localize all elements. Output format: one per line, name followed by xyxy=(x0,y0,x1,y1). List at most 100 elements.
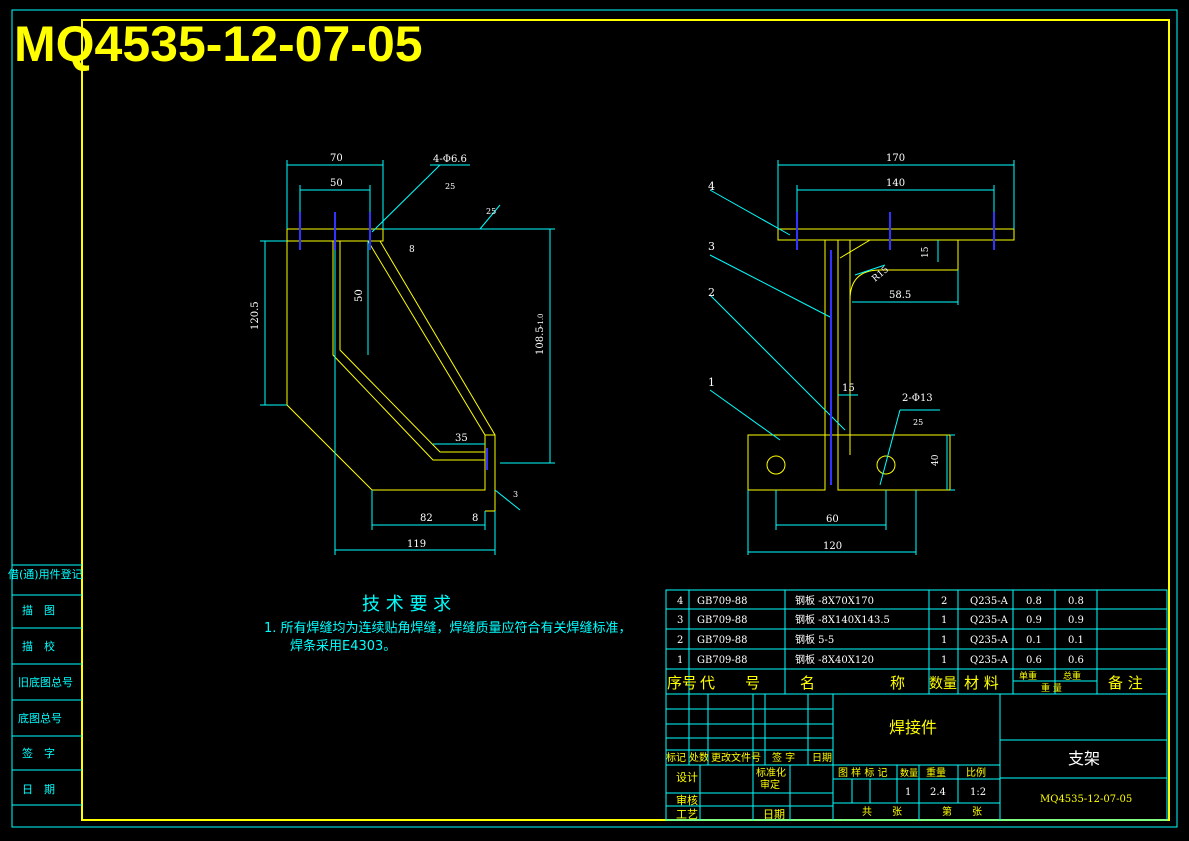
strip-label-old: 旧底图总号 xyxy=(18,675,73,689)
bom-row-2: 2 GB709-88 钢板 5-5 1 Q235-A 0.1 0.1 xyxy=(677,633,1084,646)
svg-text:钢板 -8X40X120: 钢板 -8X40X120 xyxy=(795,653,874,666)
svg-text:GB709-88: GB709-88 xyxy=(697,635,748,646)
svg-text:1: 1 xyxy=(941,655,947,666)
label-qty-col: 数量 xyxy=(900,767,918,779)
part-type: 焊接件 xyxy=(889,718,937,737)
dim-119: 119 xyxy=(407,539,426,550)
title-block-grid xyxy=(665,693,1168,821)
label-review: 审核 xyxy=(676,793,698,807)
left-register-strip xyxy=(12,564,82,806)
svg-text:Q235-A: Q235-A xyxy=(970,655,1009,666)
svg-text:钢板 -8X70X170: 钢板 -8X70X170 xyxy=(795,594,874,607)
strip-label-sign: 签 字 xyxy=(22,746,55,760)
dim-surface: 25 xyxy=(486,207,496,216)
dim-170: 170 xyxy=(886,153,905,164)
label-sheet-no: 第 张 xyxy=(942,805,982,818)
svg-text:1: 1 xyxy=(941,615,947,626)
part-label-4: 4 xyxy=(708,180,715,193)
svg-text:3: 3 xyxy=(677,615,683,626)
svg-text:处数: 处数 xyxy=(689,751,709,764)
value-quantity: 1 xyxy=(905,787,911,798)
label-date: 日期 xyxy=(763,808,785,821)
dim-8-bottom: 8 xyxy=(472,513,478,524)
right-view-centerlines xyxy=(796,212,995,485)
svg-text:1: 1 xyxy=(677,655,683,666)
label-weight: 重量 xyxy=(926,766,946,779)
dim-60: 60 xyxy=(826,514,839,525)
left-view-outline xyxy=(286,228,496,512)
svg-text:Q235-A: Q235-A xyxy=(970,596,1009,607)
label-process: 工艺 xyxy=(676,808,698,821)
part-label-1: 1 xyxy=(708,376,715,389)
dim-8-top: 8 xyxy=(409,245,415,255)
value-weight: 2.4 xyxy=(930,787,946,798)
dim-35: 35 xyxy=(455,433,468,444)
left-view-centerlines xyxy=(299,212,488,470)
part-label-3: 3 xyxy=(708,240,715,253)
tech-line-2: 焊条采用E4303。 xyxy=(290,638,396,654)
tech-line-1: 1. 所有焊缝均为连续贴角焊缝，焊缝质量应符合有关焊缝标准， xyxy=(264,620,632,636)
dim-140: 140 xyxy=(886,178,905,189)
svg-text:代 号: 代 号 xyxy=(700,674,760,692)
svg-text:0.6: 0.6 xyxy=(1068,655,1084,666)
svg-text:序号: 序号 xyxy=(667,674,697,692)
dim-58-5: 58.5 xyxy=(889,290,911,301)
part-name: 支架 xyxy=(1068,749,1100,768)
label-total-sheets: 共 张 xyxy=(862,806,902,818)
svg-text:0.1: 0.1 xyxy=(1026,635,1042,646)
dim-120: 120 xyxy=(823,541,842,552)
svg-text:2: 2 xyxy=(941,596,947,607)
label-standard: 标准化 xyxy=(756,766,786,779)
svg-text:钢板 -8X140X143.5: 钢板 -8X140X143.5 xyxy=(795,613,890,626)
svg-text:重 量: 重 量 xyxy=(1041,682,1062,694)
drawing-number-large: MQ4535-12-07-05 xyxy=(14,16,423,72)
svg-text:签 字: 签 字 xyxy=(772,751,795,764)
dim-70: 70 xyxy=(330,153,343,164)
label-stage: 图 样 标 记 xyxy=(838,766,888,779)
dim-82: 82 xyxy=(420,513,433,524)
dim-50-vert: 50 xyxy=(354,289,365,302)
left-view-dimensions xyxy=(260,160,555,555)
svg-text:GB709-88: GB709-88 xyxy=(697,596,748,607)
svg-text:材 料: 材 料 xyxy=(964,674,999,692)
inner-border xyxy=(81,19,1170,821)
dim-15-top: 15 xyxy=(921,246,931,258)
tech-title: 技 术 要 求 xyxy=(362,594,451,615)
svg-text:4: 4 xyxy=(677,596,683,607)
svg-text:2: 2 xyxy=(677,635,683,646)
label-check: 审定 xyxy=(760,778,780,791)
svg-text:0.8: 0.8 xyxy=(1026,596,1042,607)
dim-weld: 3 xyxy=(513,490,518,499)
outer-border xyxy=(11,9,1178,828)
dim-r15: R15 xyxy=(871,265,892,285)
svg-text:Q235-A: Q235-A xyxy=(970,615,1009,626)
dim-40: 40 xyxy=(931,454,941,466)
dim-50: 50 xyxy=(330,178,343,189)
dim-2-holes-weld: 25 xyxy=(913,418,923,427)
svg-text:GB709-88: GB709-88 xyxy=(697,615,748,626)
right-view-outline xyxy=(747,228,1015,491)
svg-text:名 称: 名 称 xyxy=(800,674,905,692)
dim-120-5: 120.5 xyxy=(250,301,261,330)
bom-row-4: 4 GB709-88 钢板 -8X70X170 2 Q235-A 0.8 0.8 xyxy=(677,594,1084,607)
svg-text:Q235-A: Q235-A xyxy=(970,635,1009,646)
strip-label-check: 描 校 xyxy=(22,639,55,653)
dim-2-holes: 2-Φ13 xyxy=(902,393,933,404)
dim-holes: 4-Φ6.6 xyxy=(433,154,467,165)
svg-text:更改文件号: 更改文件号 xyxy=(711,751,761,764)
svg-text:0.9: 0.9 xyxy=(1026,615,1042,626)
bom-row-1: 1 GB709-88 钢板 -8X40X120 1 Q235-A 0.6 0.6 xyxy=(677,653,1084,666)
svg-text:总重: 总重 xyxy=(1063,670,1081,682)
svg-text:钢板 5-5: 钢板 5-5 xyxy=(795,633,834,646)
svg-text:标记: 标记 xyxy=(666,752,686,764)
svg-text:数量: 数量 xyxy=(929,676,957,692)
svg-text:备 注: 备 注 xyxy=(1108,674,1143,692)
strip-label-reg: 借(通)用件登记 xyxy=(8,567,83,581)
svg-text:GB709-88: GB709-88 xyxy=(697,655,748,666)
label-scale: 比例 xyxy=(966,766,986,779)
value-scale: 1:2 xyxy=(970,787,986,798)
svg-text:0.9: 0.9 xyxy=(1068,615,1084,626)
bom-row-3: 3 GB709-88 钢板 -8X140X143.5 1 Q235-A 0.9 … xyxy=(677,613,1084,626)
label-design: 设计 xyxy=(676,771,698,784)
